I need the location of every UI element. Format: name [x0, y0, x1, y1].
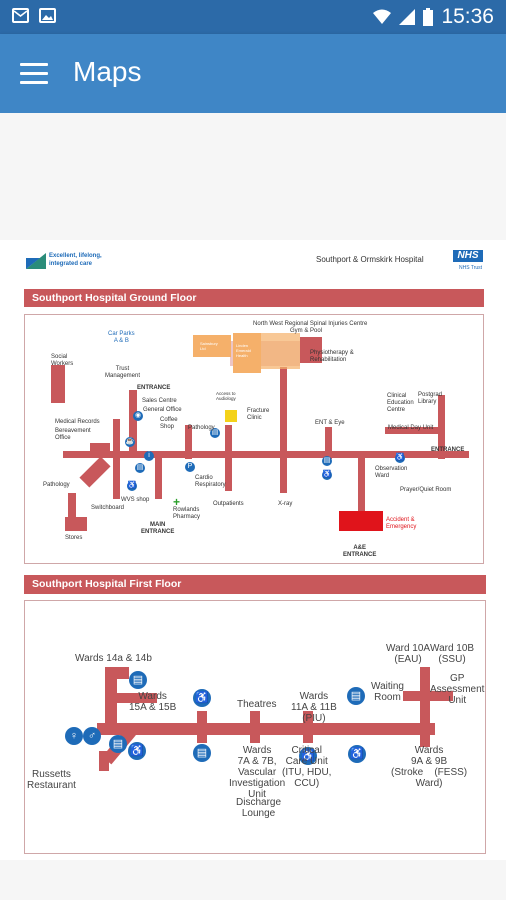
- wifi-icon: [373, 9, 392, 24]
- discharge-label: Discharge Lounge: [236, 797, 282, 819]
- orange-label-1: Sainsbury Ltd: [200, 341, 218, 351]
- battery-icon: [423, 8, 434, 26]
- wvs-label: WVS shop: [121, 497, 150, 503]
- wards-14-label: Wards 14a & 14b: [75, 653, 152, 664]
- gym-label: Gym & Pool: [290, 328, 323, 334]
- clinical-edu-label: Clinical Education Centre: [387, 393, 414, 413]
- accessible-icon-3: ♿: [322, 470, 332, 480]
- wards-11-label: Wards 11A & 11B (PIU): [291, 691, 337, 724]
- image-icon: [39, 8, 56, 23]
- accessible-icon-ff-2: ♿: [128, 742, 146, 760]
- general-office-label: General Office: [143, 407, 182, 413]
- email-icon: [12, 8, 29, 23]
- info-icon: i: [144, 451, 154, 461]
- info-icon-2: ♿: [395, 453, 405, 463]
- pathology-top-label: Pathology: [188, 425, 215, 431]
- content-spacer: [0, 113, 506, 240]
- wc-icon-ff: ♀: [65, 727, 83, 745]
- pharmacy-cross-icon: +: [173, 495, 181, 509]
- menu-icon[interactable]: [20, 63, 48, 85]
- first-floor-heading: Southport Hospital First Floor: [24, 575, 486, 594]
- trust-name: Southport & Ormskirk Hospital: [316, 255, 424, 264]
- theatres-label: Theatres: [237, 699, 277, 710]
- waiting-room-label: Waiting Room: [371, 681, 404, 703]
- bereavement-label: Bereavement Office: [55, 428, 91, 441]
- lift-icon-ff-3: ▤: [193, 744, 211, 762]
- stores-label: Stores: [65, 535, 83, 541]
- orange-building-1: [193, 335, 231, 357]
- observation-label: Observation Ward: [375, 466, 408, 479]
- entrance-right-label: ENTRANCE: [431, 447, 465, 453]
- ent-label: ENT & Eye: [315, 420, 345, 426]
- spinal-label: North West Regional Spinal Injuries Cent…: [253, 321, 368, 327]
- map-document[interactable]: Excellent, lifelong, integrated care Sou…: [0, 240, 506, 860]
- gp-label: GP Assessment Unit: [430, 673, 485, 706]
- rowlands-label: Rowlands Pharmacy: [173, 507, 201, 520]
- orange-building-2: [233, 333, 261, 373]
- logo-line-2: integrated care: [49, 261, 93, 267]
- status-bar: 15:36: [0, 0, 506, 34]
- signal-icon: [399, 9, 416, 25]
- social-label: Social Workers: [51, 354, 74, 367]
- ae-label: Accident & Emergency: [386, 517, 417, 530]
- physio-label: Physiotherapy & Rehabilitation: [310, 350, 354, 363]
- postgrad-label: Postgrad Library: [418, 392, 443, 405]
- first-floor-map[interactable]: ♀ ♂ ▤ ▤ ♿ ♿ ▤ ♿ ▤ ♿ Wards 14a & 14b Ward…: [24, 600, 486, 854]
- ae-block: [339, 511, 383, 531]
- ae-entrance-label: A&E ENTRANCE: [343, 545, 377, 558]
- accessible-icon-ff-4: ♿: [299, 747, 317, 765]
- critical-care-label: Critical Care Unit (ITU, HDU, CCU): [282, 745, 332, 789]
- lift-icon-ff-2: ▤: [109, 735, 127, 753]
- ward-10b-label: Ward 10B (SSU): [430, 643, 475, 665]
- coffee-label: Coffee Shop: [160, 417, 178, 430]
- sales-label: Sales Centre: [142, 398, 177, 404]
- orange-label-2: Linden Emerald Health: [236, 343, 251, 358]
- bottom-spacer: [0, 860, 506, 900]
- trust-logo: [26, 251, 46, 269]
- orange-building-3: [260, 333, 300, 369]
- ward-10a-label: Ward 10A (EAU): [386, 643, 431, 665]
- switchboard-label: Switchboard: [91, 505, 125, 511]
- xray-label: X-ray: [278, 501, 293, 507]
- lift-icon-3: ▤: [322, 456, 332, 466]
- wc-male-icon-ff: ♂: [83, 727, 101, 745]
- nhs-trust: NHS Trust: [459, 265, 483, 271]
- main-entrance-label: MAIN ENTRANCE: [141, 522, 175, 535]
- fracture-label: Fracture Clinic: [247, 408, 270, 421]
- pathology-label: Pathology: [43, 482, 70, 488]
- outpatients-label: Outpatients: [213, 501, 244, 507]
- medical-records-label: Medical Records: [55, 419, 100, 425]
- cardio-label: Cardio Respiratory: [195, 475, 226, 488]
- app-bar: Maps: [0, 34, 506, 113]
- yellow-block: [225, 410, 237, 422]
- russetts-label: Russetts Restaurant: [27, 769, 76, 791]
- lift-icon-ff-1: ▤: [129, 671, 147, 689]
- lift-icon-ff-4: ▤: [347, 687, 365, 705]
- wc-icon: ◉: [133, 411, 143, 421]
- logo-line-1: Excellent, lifelong,: [49, 253, 102, 259]
- nhs-badge: NHS: [453, 250, 483, 262]
- entrance-left-label: ENTRANCE: [137, 385, 171, 391]
- access-audiology-label: Access to Audiology: [216, 391, 236, 401]
- trust-mgmt-label: Trust Management: [105, 366, 141, 379]
- accessible-icon-ff-3: ♿: [193, 689, 211, 707]
- accessible-icon-ff-5: ♿: [348, 745, 366, 763]
- ground-floor-heading: Southport Hospital Ground Floor: [24, 289, 484, 307]
- ground-floor-map[interactable]: Sainsbury Ltd Linden Emerald Health i ◉ …: [24, 314, 484, 564]
- parking-icon: P: [185, 462, 195, 472]
- car-parks-label: Car Parks A & B: [108, 331, 135, 344]
- cafe-icon: ☕: [125, 437, 135, 447]
- page-title: Maps: [73, 56, 142, 87]
- wards-7-label: Wards 7A & 7B, Vascular Investigation Un…: [229, 745, 286, 800]
- clock: 15:36: [441, 5, 494, 28]
- wards-15-label: Wards 15A & 15B: [129, 691, 177, 713]
- medical-day-label: Medical Day Unit: [388, 425, 434, 431]
- lift-icon-2: ▤: [210, 428, 220, 438]
- accessible-icon: ♿: [127, 481, 137, 491]
- prayer-label: Prayer/Quiet Room: [400, 487, 452, 493]
- lift-icon: ▤: [135, 463, 145, 473]
- wards-9-label: Wards 9A & 9B (Stroke (FESS) Ward): [391, 745, 468, 789]
